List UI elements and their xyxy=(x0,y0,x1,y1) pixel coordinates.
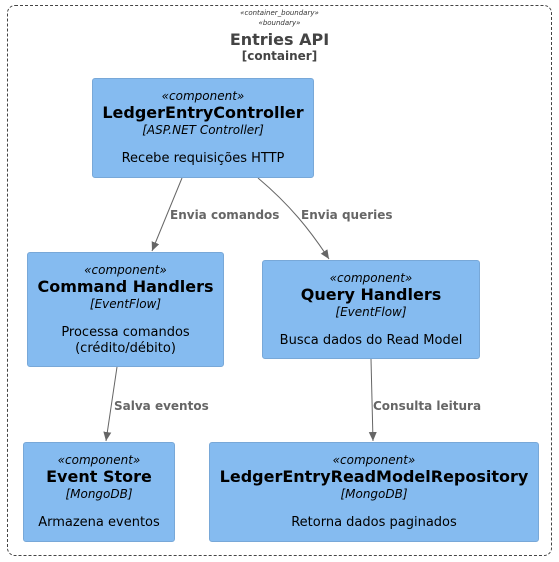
component-stereotype: «component» xyxy=(332,453,416,467)
component-name: Command Handlers xyxy=(37,277,214,296)
component-technology: [EventFlow] xyxy=(335,305,407,319)
boundary-stereotype: «boundary» xyxy=(258,19,301,27)
component-description-line-1: Processa comandos xyxy=(61,325,190,340)
component-name: LedgerEntryReadModelRepository xyxy=(219,467,529,486)
component-technology: [MongoDB] xyxy=(340,487,408,501)
component-name: Query Handlers xyxy=(300,285,442,304)
component-description: Recebe requisições HTTP xyxy=(121,151,285,166)
component-description: Processa comandos (crédito/débito) xyxy=(28,325,223,357)
component-stereotype: «component» xyxy=(57,453,141,467)
component-technology: [EventFlow] xyxy=(89,297,162,311)
event-store-component[interactable]: «component» Event Store [MongoDB] Armaze… xyxy=(23,442,175,542)
component-description: Armazena eventos xyxy=(38,515,160,530)
ledger-entry-controller-component[interactable]: «component» LedgerEntryController [ASP.N… xyxy=(92,78,314,178)
component-technology: [ASP.NET Controller] xyxy=(142,123,264,137)
component-name: Event Store xyxy=(46,467,152,486)
query-handlers-component[interactable]: «component» Query Handlers [EventFlow] B… xyxy=(262,260,480,359)
component-description: Retorna dados paginados xyxy=(291,515,457,530)
component-description-line-2: (crédito/débito) xyxy=(75,341,176,356)
component-technology: [MongoDB] xyxy=(65,487,133,501)
component-stereotype: «component» xyxy=(84,263,167,277)
boundary-title: Entries API xyxy=(229,30,330,49)
component-stereotype: «component» xyxy=(161,89,245,103)
read-model-repository-component[interactable]: «component» LedgerEntryReadModelReposito… xyxy=(209,442,539,542)
command-handlers-component[interactable]: «component» Command Handlers [EventFlow]… xyxy=(27,252,224,367)
boundary-stereotype-container: «container_boundary» xyxy=(240,9,319,17)
boundary-subtitle: [container] xyxy=(241,49,318,63)
component-name: LedgerEntryController xyxy=(102,103,304,122)
component-stereotype: «component» xyxy=(329,271,413,285)
component-description: Busca dados do Read Model xyxy=(279,333,463,348)
